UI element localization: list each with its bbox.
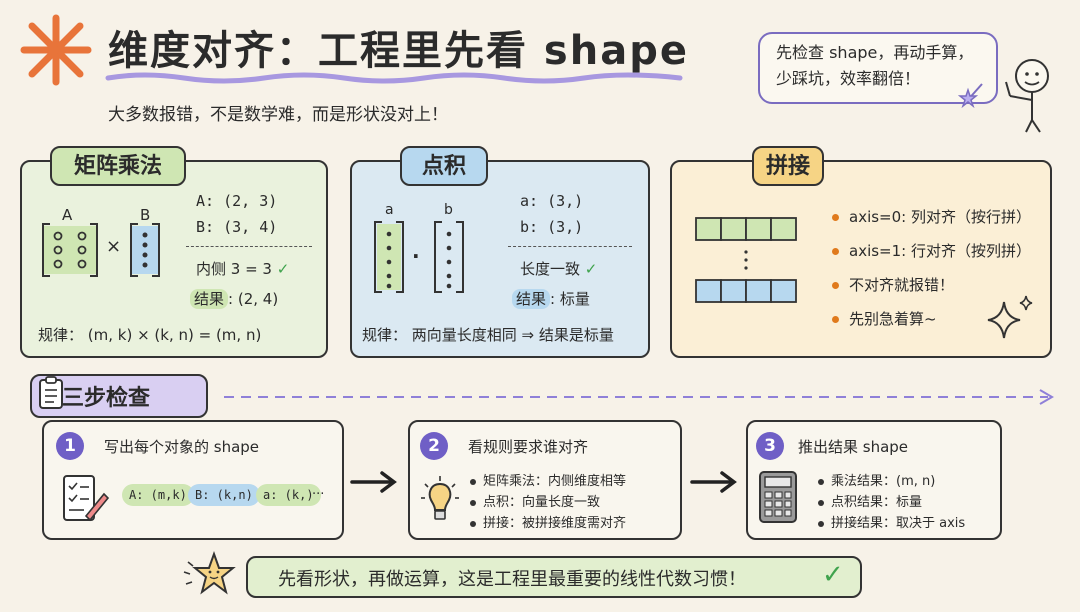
dot-result-label: 结果 [512, 289, 551, 309]
speech-bubble: 先检查 shape，再动手算， 少踩坑，效率翻倍！ [758, 32, 998, 104]
matrix-b-icon [130, 223, 160, 277]
dot-length-text: 长度一致 [520, 260, 581, 278]
concat-item-3: 先别急着算~ [832, 308, 937, 329]
matrix-a-icon [42, 223, 98, 277]
step-2-item-1: 点积：向量长度一致 [470, 491, 600, 510]
step-1-number: 1 [56, 432, 84, 460]
dot-rule: 规律： 两向量长度相同 ⇒ 结果是标量 [362, 326, 614, 344]
dot-result: 结果: 标量 [512, 288, 590, 309]
dot-result-value: : 标量 [550, 290, 590, 308]
matrix-result-label: 结果 [190, 289, 229, 309]
bubble-tail-and-star-icon [957, 83, 983, 109]
step-2-card [408, 420, 682, 540]
concat-blocks-icon [695, 217, 797, 303]
arrow-right-icon [350, 471, 397, 493]
bullet-icon [818, 499, 824, 506]
dot-length-check: 长度一致 ✓ [520, 258, 597, 279]
bullet-icon [470, 478, 476, 485]
dot-product-tag: 点积 [400, 146, 488, 186]
matrix-rule: 规律： (m, k) × (k, n) = (m, n) [38, 326, 262, 344]
step-3-item-1: 点积结果：标量 [818, 491, 922, 510]
matrix-shape-a: A: (2, 3) [196, 192, 278, 210]
bullet-icon [832, 248, 839, 255]
matrix-mult-tag: 矩阵乘法 [50, 146, 186, 186]
step-3-item-2: 拼接结果：取决于 axis [818, 512, 965, 531]
concat-item-0: axis=0: 列对齐（按行拼） [832, 206, 1031, 227]
clipboard-icon [39, 376, 63, 409]
page-title: 维度对齐：工程里先看 shape [108, 28, 689, 74]
matrix-inner-text: 内侧 3 = 3 [196, 260, 272, 278]
step-3-number: 3 [756, 432, 784, 460]
character-icon [1005, 59, 1049, 133]
step-1-title: 写出每个对象的 shape [104, 438, 260, 456]
bullet-icon [832, 214, 839, 221]
step-2-title: 看规则要求谁对齐 [468, 438, 589, 456]
concat-tag: 拼接 [752, 146, 824, 186]
dot-shape-b: b: (3,) [520, 218, 584, 236]
arrow-right-icon [690, 471, 737, 493]
dashed-arrow [224, 389, 1054, 405]
concat-item-1: axis=1: 行对齐（按列拼） [832, 240, 1031, 261]
matrix-result: 结果: (2, 4) [190, 288, 278, 309]
matrix-b-label: B [140, 206, 151, 224]
times-symbol: × [106, 236, 122, 257]
sunburst-icon [20, 14, 92, 86]
bubble-line-2: 少踩坑，效率翻倍！ [776, 69, 921, 88]
matrix-divider [186, 246, 312, 247]
concat-item-2: 不对齐就报错！ [832, 274, 954, 295]
footer-bar [246, 556, 862, 598]
concat-panel [670, 160, 1052, 358]
vector-a-label: a [385, 202, 394, 218]
bullet-icon [818, 478, 824, 485]
bubble-line-1: 先检查 shape，再动手算， [776, 43, 974, 62]
title-underline [105, 72, 683, 84]
steps-title: 三步检查 [62, 386, 151, 411]
step-2-item-0: 矩阵乘法：内侧维度相等 [470, 470, 626, 489]
step-2-item-2: 拼接：被拼接维度需对齐 [470, 512, 626, 531]
check-icon: ✓ [276, 260, 290, 278]
star-face-icon [183, 551, 236, 595]
calculator-icon [759, 471, 797, 523]
bullet-icon [832, 282, 839, 289]
step-3-title: 推出结果 shape [798, 438, 909, 456]
bullet-icon [470, 499, 476, 506]
dot-shape-a: a: (3,) [520, 192, 584, 210]
matrix-result-value: : (2, 4) [228, 290, 279, 308]
checklist-pencil-icon [63, 475, 110, 522]
subtitle: 大多数报错，不是数学难，而是形状没对上！ [108, 105, 448, 125]
vector-b-label: b [444, 202, 453, 218]
pill-a-shape: A: (m,k) [122, 484, 194, 506]
lightbulb-icon [421, 476, 459, 520]
footer-check-icon: ✓ [822, 560, 844, 590]
pill-vector-shape: a: (k,) [256, 484, 321, 506]
sparkle-icon [987, 295, 1033, 339]
vector-a-icon [374, 221, 404, 293]
step-3-item-0: 乘法结果：(m, n) [818, 470, 935, 489]
pill-b-shape: B: (k,n) [188, 484, 260, 506]
dot-divider [508, 246, 632, 247]
matrix-shape-b: B: (3, 4) [196, 218, 278, 236]
check-icon: ✓ [584, 260, 598, 278]
step-2-number: 2 [420, 432, 448, 460]
dot-symbol: · [412, 244, 420, 268]
pill-ellipsis: ··· [312, 487, 325, 502]
matrix-inner-check: 内侧 3 = 3 ✓ [196, 258, 289, 279]
footer-text: 先看形状，再做运算，这是工程里最重要的线性代数习惯！ [278, 569, 746, 590]
matrix-a-label: A [62, 206, 73, 224]
vector-b-icon [434, 221, 464, 293]
bullet-icon [470, 520, 476, 527]
bullet-icon [832, 316, 839, 323]
bullet-icon [818, 520, 824, 527]
